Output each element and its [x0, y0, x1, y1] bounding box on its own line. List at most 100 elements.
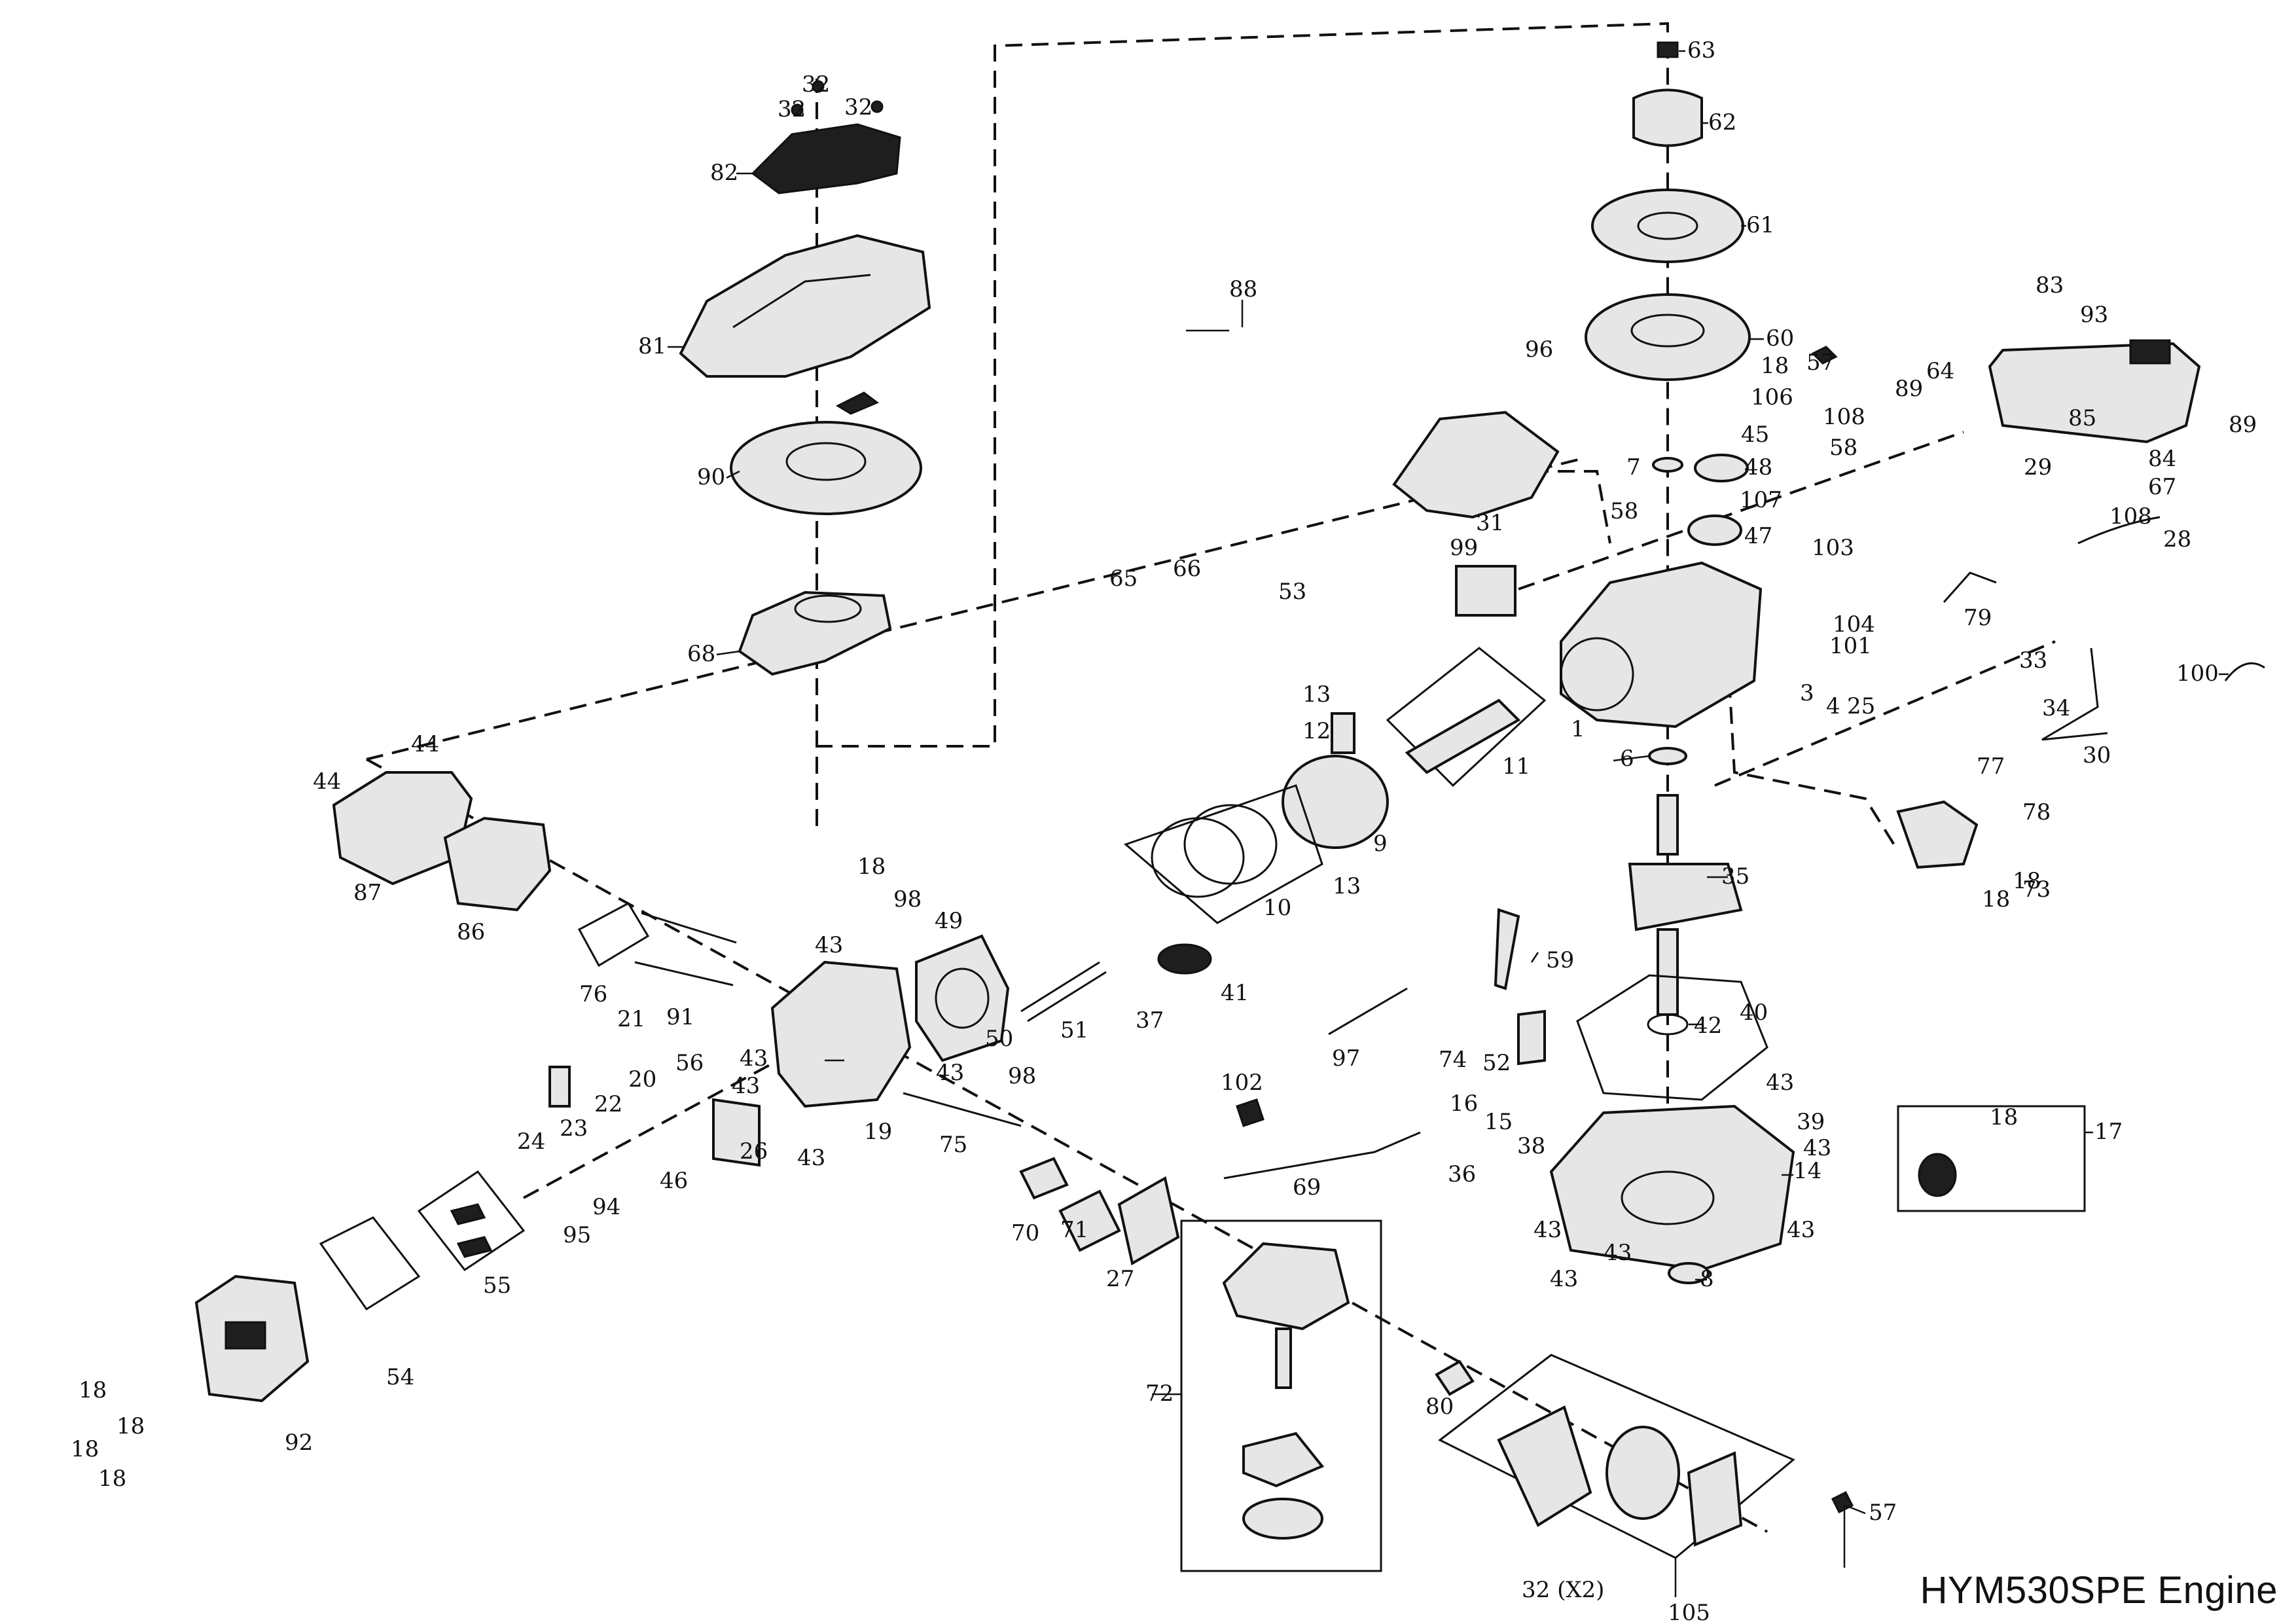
nut-shape [1657, 41, 1679, 58]
callout-label: 40 [1740, 1000, 1768, 1026]
callout-label: 25 [1847, 693, 1875, 719]
callout-label: 51 [1060, 1017, 1088, 1043]
callout-label: 82 [710, 160, 738, 186]
plate-shape-2 [1117, 1176, 1180, 1266]
callout-label: 32 [844, 94, 872, 120]
camshaft-shape [1157, 943, 1212, 975]
callout-label: 89 [2229, 412, 2257, 438]
callout-label: 48 [1744, 454, 1772, 480]
callout-label: 91 [666, 1004, 694, 1030]
callout-label: 101 [1829, 633, 1872, 659]
gasket-shape-6 [1435, 1360, 1475, 1396]
callout-label: 105 [1668, 1600, 1710, 1624]
callout-label: 12 [1302, 718, 1331, 744]
callout-label: 92 [285, 1430, 313, 1456]
callout-label: 18 [1982, 886, 2010, 912]
crankshaft-shape [1628, 863, 1743, 931]
callout-label: 43 [1787, 1217, 1815, 1243]
carburetor-frame [1180, 1219, 1382, 1572]
callout-label: 39 [1797, 1109, 1825, 1135]
callout-label: 99 [1450, 535, 1478, 561]
callout-label: 58 [1829, 435, 1857, 461]
governor-gear-shape [1687, 514, 1742, 546]
callout-label: 70 [1011, 1220, 1039, 1246]
fuel-tank-shape [1988, 342, 2201, 444]
callout-label: 102 [1221, 1070, 1263, 1096]
throttle-shape [1896, 800, 1979, 869]
callout-label: 37 [1136, 1007, 1164, 1034]
callout-label: 69 [1293, 1174, 1321, 1200]
callout-label: 47 [1744, 523, 1772, 549]
callout-label: 10 [1263, 895, 1291, 921]
callout-label: 97 [1332, 1045, 1360, 1072]
top-cover-shape [751, 123, 901, 194]
leader-lines [668, 50, 2229, 1597]
callout-label: 15 [1484, 1109, 1513, 1135]
cylinder-head-shape [770, 960, 912, 1108]
fitting-shape [1831, 1490, 1854, 1514]
callout-label: 88 [1229, 276, 1257, 302]
callout-label: 53 [1278, 579, 1306, 605]
screw-shape [791, 103, 804, 117]
callout-label: 43 [1550, 1266, 1578, 1292]
callout-label: 75 [939, 1132, 967, 1158]
callout-label: 80 [1426, 1394, 1454, 1420]
washer-shape [1652, 457, 1683, 473]
callout-label: 43 [1803, 1135, 1831, 1161]
callout-label: 74 [1439, 1047, 1467, 1073]
callout-label: 13 [1333, 873, 1361, 899]
callout-label: 23 [560, 1115, 588, 1142]
callout-label: 43 [815, 932, 843, 958]
callout-label: 28 [2163, 526, 2191, 552]
recoil-starter-shape [730, 421, 922, 515]
callout-label: 21 [617, 1006, 645, 1032]
piston-rings-shape [1151, 817, 1245, 898]
callout-label: 103 [1812, 535, 1854, 561]
callout-label: 65 [1109, 566, 1138, 592]
fan-shape [1591, 189, 1744, 263]
oil-seal-shape [1648, 747, 1687, 765]
callout-label: 36 [1448, 1161, 1476, 1187]
callout-label: 57 [1869, 1500, 1897, 1526]
gasket-shape-4 [319, 1216, 421, 1311]
callout-label: 100 [2176, 660, 2219, 687]
callout-label: 93 [2080, 302, 2108, 328]
piston-shape [1282, 755, 1389, 849]
callout-label: 18 [79, 1377, 107, 1403]
callout-label: 96 [1525, 336, 1553, 363]
spring-shape [548, 1066, 571, 1108]
callout-label: 18 [857, 854, 886, 880]
callout-label: 56 [675, 1050, 704, 1076]
callout-label: 60 [1766, 325, 1794, 352]
callout-label: 104 [1833, 611, 1875, 638]
callout-label: 38 [1517, 1133, 1545, 1159]
callout-label: 44 [313, 768, 341, 795]
callout-label: 4 [1826, 693, 1840, 719]
callout-label: 26 [740, 1138, 768, 1164]
callout-label: 68 [687, 641, 715, 667]
callout-label: 24 [517, 1128, 545, 1155]
callout-label: 18 [1990, 1104, 2018, 1130]
starter-pulley-shape [1632, 88, 1703, 147]
sump-shape [1549, 1104, 1795, 1272]
callout-label: 14 [1793, 1158, 1821, 1184]
callout-label: 32 (X2) [1522, 1577, 1604, 1603]
callout-label: 95 [563, 1222, 591, 1248]
callout-label: 61 [1746, 212, 1774, 238]
callout-label: 43 [936, 1060, 964, 1086]
seal-shape [1647, 1013, 1689, 1036]
callout-label: 13 [1302, 681, 1331, 708]
callout-label: 62 [1708, 109, 1736, 135]
callout-label: 3 [1800, 680, 1814, 706]
callout-label: 64 [1926, 358, 1954, 384]
callout-label: 29 [2024, 454, 2052, 480]
callout-label: 58 [1610, 498, 1638, 524]
clip-shape [1236, 1098, 1265, 1127]
callout-label: 49 [935, 908, 963, 934]
callout-label: 17 [2094, 1119, 2123, 1145]
gear-assembly-shape [1918, 1153, 1957, 1197]
callout-label: 87 [353, 880, 382, 906]
callout-label: 18 [2013, 868, 2041, 894]
assembly-lines [366, 22, 2056, 1533]
